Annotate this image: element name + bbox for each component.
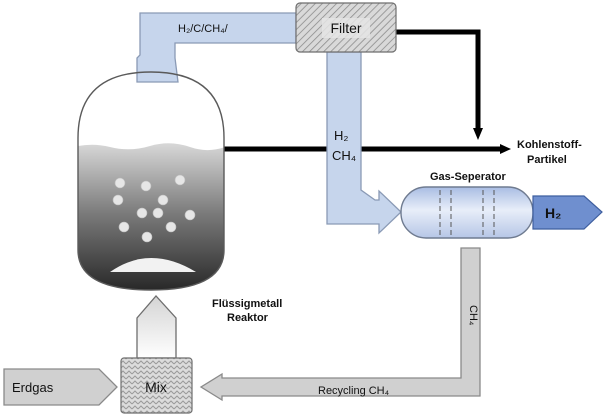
gas-bubbles (112, 174, 196, 243)
carbon-deposit (110, 258, 196, 272)
liquid-metal (78, 143, 224, 290)
reactor-vessel (77, 71, 225, 291)
duct-ch4-label: CH₄ (332, 148, 356, 163)
mix-box (120, 357, 193, 414)
recycling-label: Recycling CH₄ (318, 385, 390, 397)
gas-separator-label: Gas-Seperator (430, 171, 507, 183)
natural-gas-arrow (3, 368, 118, 406)
carbon-output-arrow (500, 144, 511, 154)
carbon-filter-line (396, 29, 481, 130)
h2-ch4-duct (326, 51, 402, 235)
reactor-label-line2: Reaktor (227, 312, 269, 324)
feed-arrow (136, 295, 177, 359)
ch4-return-label: CH₄ (467, 305, 479, 326)
recycling-pipe (199, 247, 481, 402)
mix-label: Mix (145, 379, 167, 395)
duct-h2-label: H₂ (334, 128, 348, 143)
carbon-filter-arrow (473, 128, 483, 140)
reactor-label-line1: Flüssigmetall (212, 298, 282, 310)
filter-label: Filter (330, 20, 361, 36)
h2-output-label: H₂ (545, 205, 561, 221)
carbon-label-line2: Partikel (527, 154, 567, 166)
carbon-label-line1: Kohlenstoff- (517, 139, 582, 151)
natural-gas-label: Erdgas (12, 380, 54, 395)
top-duct-label: H₂/C/CH₄/ (178, 23, 229, 35)
gas-separator (400, 186, 534, 239)
h2-output-arrow (532, 195, 603, 230)
